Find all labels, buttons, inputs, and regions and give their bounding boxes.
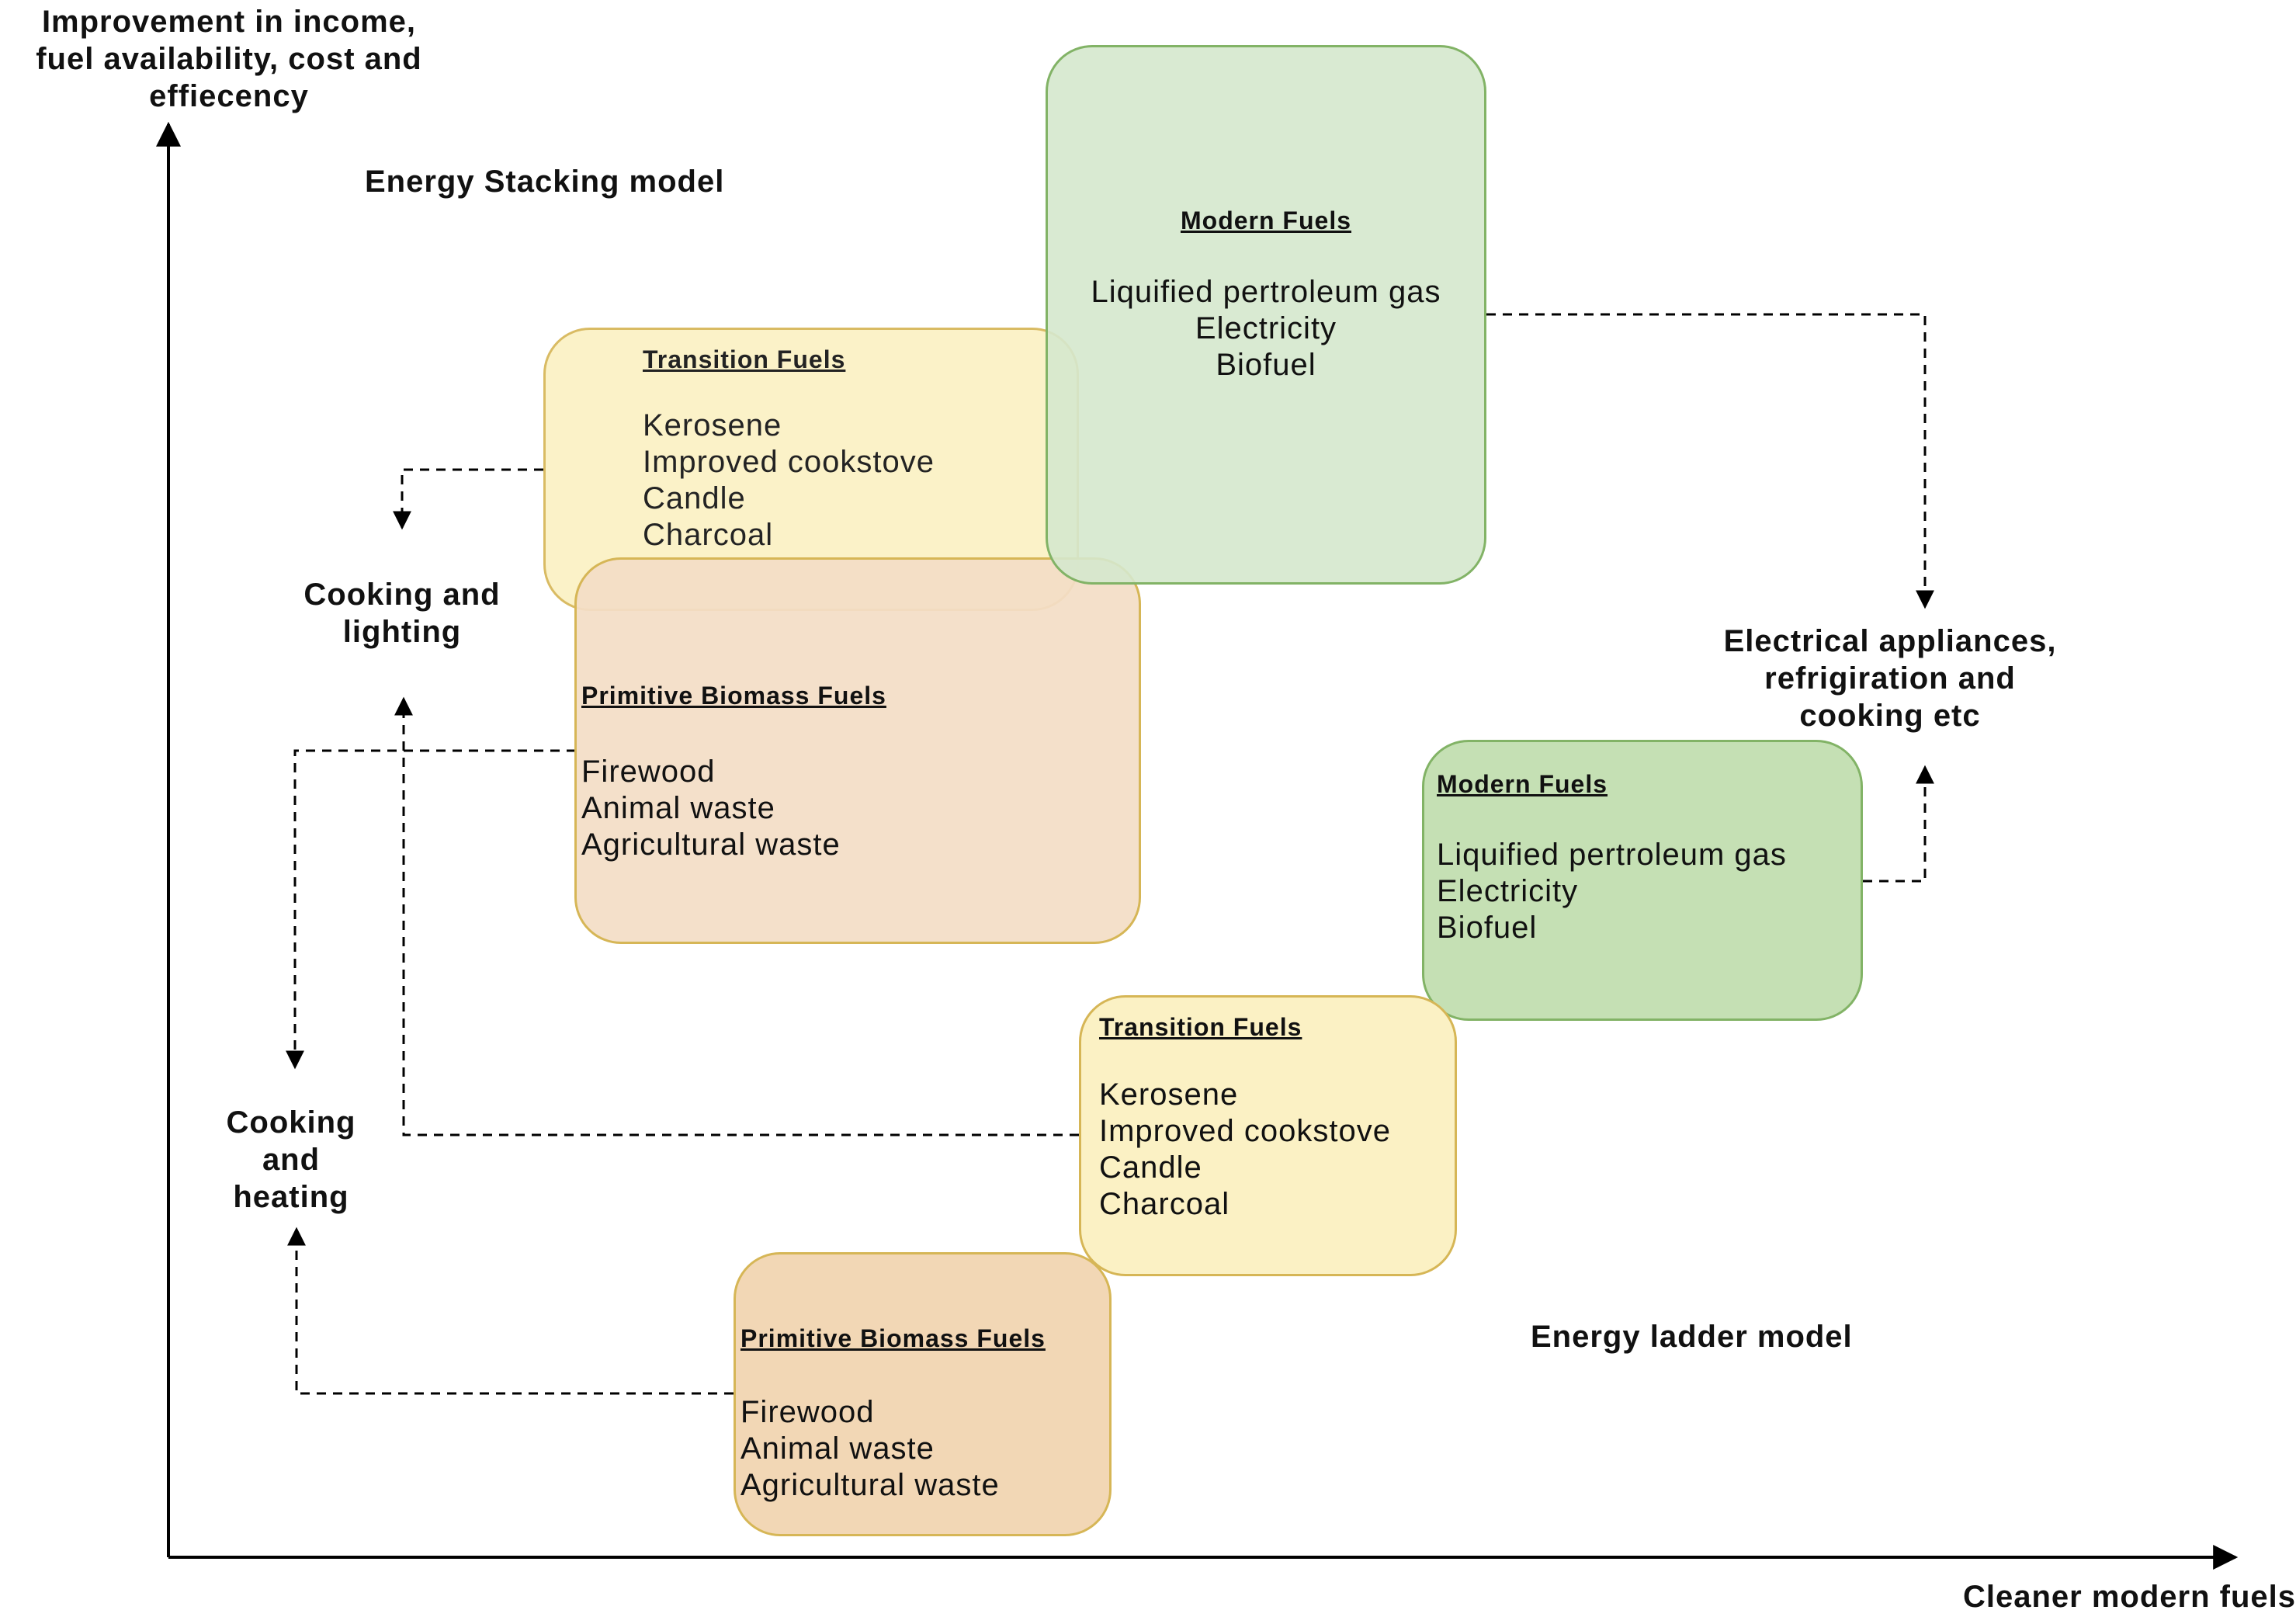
ladder-primitive-fuels-box: Primitive Biomass Fuels Firewood Animal … xyxy=(734,1252,1112,1536)
connector-ladder-primitive-to-cooking-heating xyxy=(287,1227,734,1395)
connector-stack-primitive-to-cooking-heating xyxy=(286,749,576,1070)
connector-ladder-transition-to-cooking-lighting xyxy=(394,696,1079,1136)
list-item: Firewood xyxy=(581,755,716,789)
list-item: Candle xyxy=(1099,1150,1202,1185)
connector-stack-modern-to-electrical xyxy=(1486,313,1934,609)
connector-stack-transition-to-cooking-lighting xyxy=(393,468,543,530)
list-item: Improved cookstove xyxy=(643,445,935,479)
list-item: Liquified pertroleum gas xyxy=(1091,275,1441,309)
x-axis-label: Cleaner modern fuels xyxy=(1962,1580,2296,1614)
cooking-heating-label: Cooking and heating xyxy=(226,1105,356,1214)
list-item: Kerosene xyxy=(1099,1077,1239,1112)
list-item: Electricity xyxy=(1195,311,1337,345)
ladder-primitive-items: Firewood Animal waste Agricultural waste xyxy=(740,1394,1000,1504)
stack-primitive-fuels-box: Primitive Biomass Fuels Firewood Animal … xyxy=(574,557,1141,944)
ladder-transition-fuels-box: Transition Fuels Kerosene Improved cooks… xyxy=(1079,995,1457,1276)
stack-modern-title: Modern Fuels xyxy=(1180,206,1351,234)
cooking-lighting-label: Cooking and lighting xyxy=(303,578,501,649)
stack-transition-title: Transition Fuels xyxy=(643,345,846,373)
list-item: Agricultural waste xyxy=(740,1468,1000,1502)
stack-primitive-items: Firewood Animal waste Agricultural waste xyxy=(581,754,841,863)
list-item: Biofuel xyxy=(1216,348,1316,382)
ladder-transition-title: Transition Fuels xyxy=(1099,1013,1302,1041)
stack-transition-items: Kerosene Improved cookstove Candle Charc… xyxy=(643,408,935,553)
energy-stacking-model-title: Energy Stacking model xyxy=(365,165,725,199)
list-item: Animal waste xyxy=(581,791,775,825)
list-item: Animal waste xyxy=(740,1431,935,1466)
list-item: Electricity xyxy=(1437,874,1579,908)
ladder-modern-items: Liquified pertroleum gas Electricity Bio… xyxy=(1437,837,1787,946)
stack-primitive-title: Primitive Biomass Fuels xyxy=(581,682,886,710)
ladder-primitive-title: Primitive Biomass Fuels xyxy=(740,1324,1046,1352)
list-item: Improved cookstove xyxy=(1099,1114,1391,1148)
list-item: Kerosene xyxy=(643,408,782,442)
list-item: Liquified pertroleum gas xyxy=(1437,838,1787,872)
list-item: Candle xyxy=(643,481,746,515)
list-item: Biofuel xyxy=(1437,911,1538,945)
stack-modern-items: Liquified pertroleum gas Electricity Bio… xyxy=(1048,274,1484,383)
list-item: Firewood xyxy=(740,1395,875,1429)
ladder-transition-items: Kerosene Improved cookstove Candle Charc… xyxy=(1099,1077,1391,1223)
energy-ladder-model-title: Energy ladder model xyxy=(1531,1320,1853,1354)
ladder-modern-title: Modern Fuels xyxy=(1437,770,1608,798)
ladder-modern-fuels-box: Modern Fuels Liquified pertroleum gas El… xyxy=(1422,740,1863,1021)
y-axis-label: Improvement in income, fuel availability… xyxy=(36,5,422,113)
list-item: Charcoal xyxy=(643,518,774,552)
list-item: Charcoal xyxy=(1099,1187,1230,1221)
connector-ladder-modern-to-electrical xyxy=(1863,765,1934,883)
list-item: Agricultural waste xyxy=(581,828,841,862)
stack-modern-fuels-box: Modern Fuels Liquified pertroleum gas El… xyxy=(1046,45,1486,585)
electrical-appliances-label: Electrical appliances, refrigiration and… xyxy=(1723,624,2057,733)
